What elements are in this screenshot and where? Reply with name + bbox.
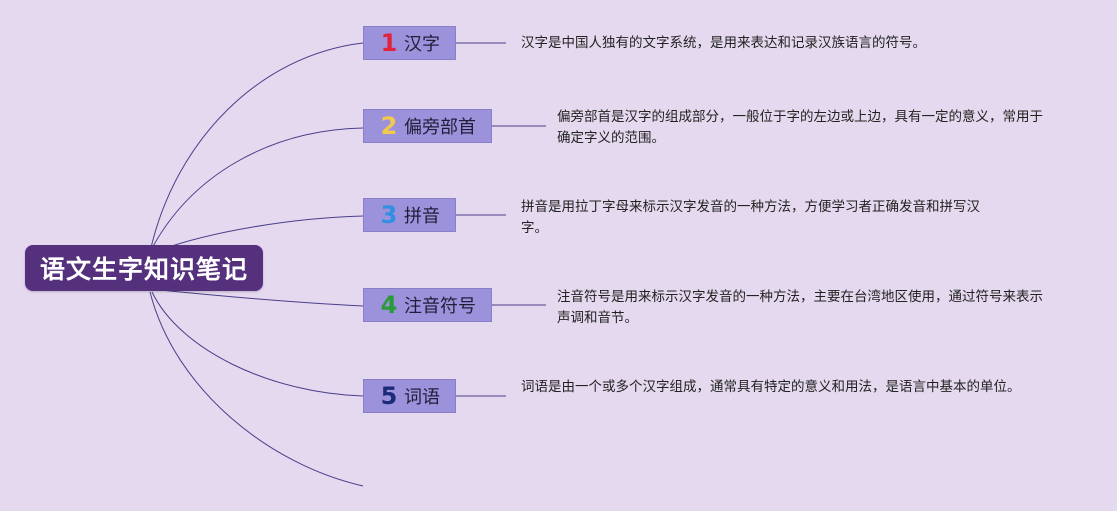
topic-desc-4: 注音符号是用来标示汉字发音的一种方法，主要在台湾地区使用，通过符号来表示声调和音… [557,289,1043,326]
link-root-6 [149,291,364,487]
topic-desc-5: 词语是由一个或多个汉字组成，通常具有特定的意义和用法，是语言中基本的单位。 [521,379,1021,395]
topic-label-2: 偏旁部首 [404,117,476,138]
root-topic[interactable]: 语文生字知识笔记 [25,245,263,291]
topic-desc-3: 拼音是用拉丁字母来标示汉字发音的一种方法，方便学习者正确发音和拼写汉字。 [521,199,980,236]
topic-node-2[interactable]: 2 偏旁部首 [363,109,492,143]
topic-node-3[interactable]: 3 拼音 [363,198,456,232]
topic-label-4: 注音符号 [404,296,476,317]
topic-desc-1: 汉字是中国人独有的文字系统，是用来表达和记录汉族语言的符号。 [521,35,926,51]
link-root-4 [159,289,364,307]
topic-number-2: 2 [380,112,398,140]
topic-node-5[interactable]: 5 词语 [363,379,456,413]
topic-label-3: 拼音 [404,206,440,227]
topic-label-5: 词语 [404,387,440,408]
link-root-3 [159,215,364,251]
topic-number-4: 4 [380,291,398,319]
link-root-2 [149,127,364,253]
link-root-1 [149,42,364,253]
topic-desc-2: 偏旁部首是汉字的组成部分，一般位于字的左边或上边，具有一定的意义，常用于确定字义… [557,109,1043,146]
topic-node-4[interactable]: 4 注音符号 [363,288,492,322]
topic-node-1[interactable]: 1 汉字 [363,26,456,60]
topic-number-3: 3 [380,201,398,229]
link-root-5 [151,291,364,397]
root-topic-label: 语文生字知识笔记 [39,255,248,284]
topic-number-1: 1 [380,29,398,57]
topic-number-5: 5 [380,382,398,410]
topic-label-1: 汉字 [404,34,440,55]
